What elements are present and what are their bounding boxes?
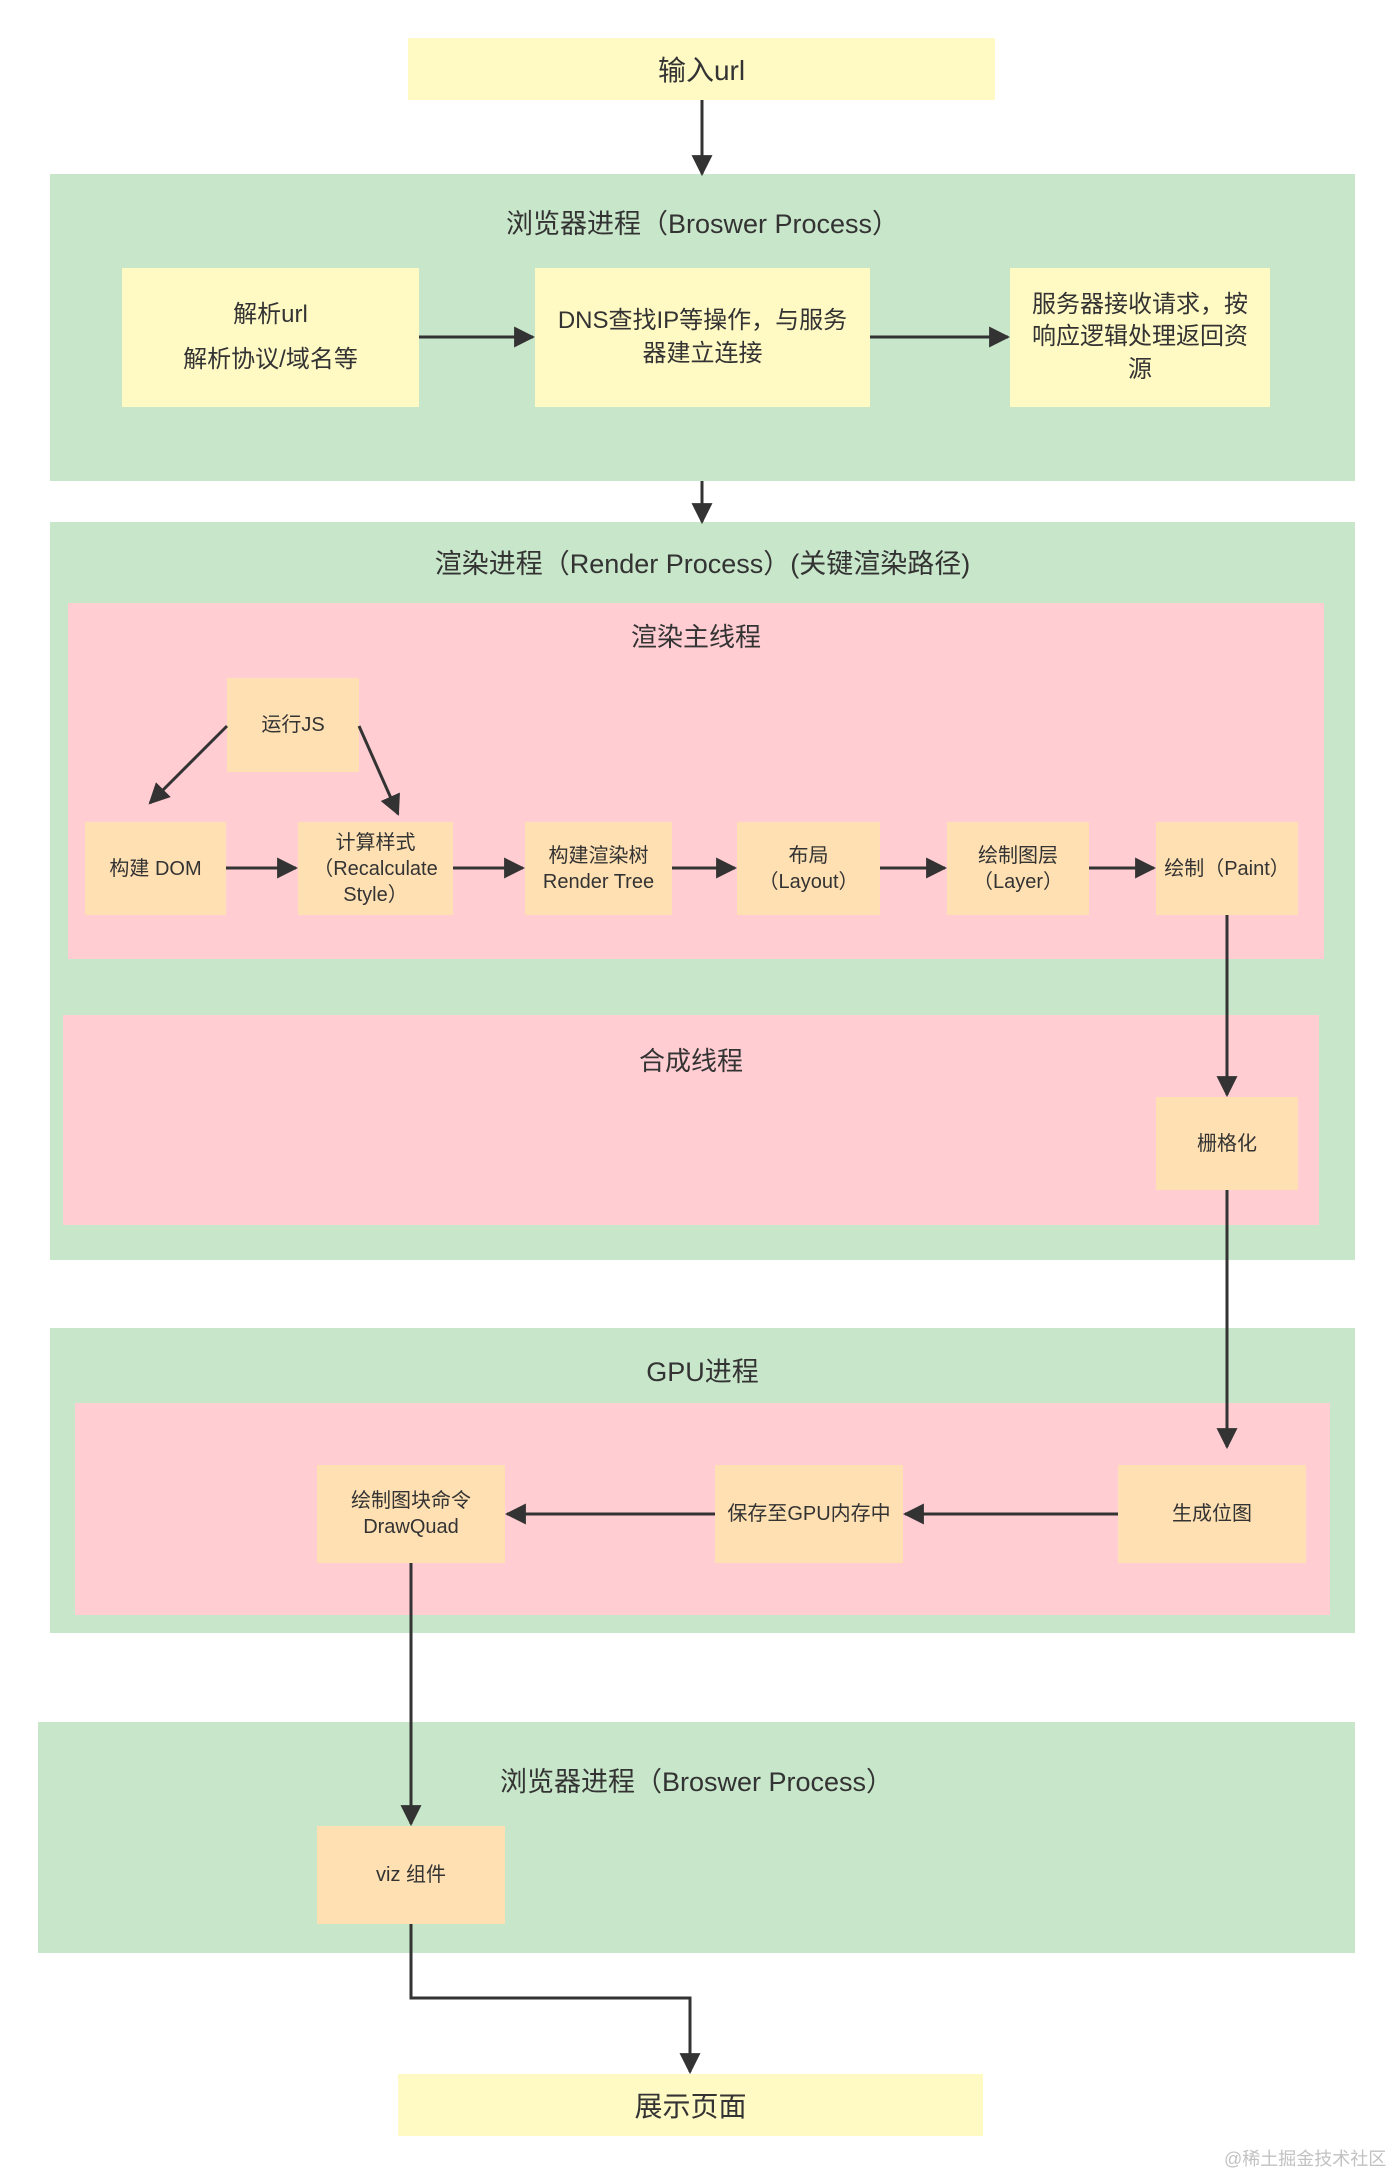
raster-node: 栅格化 [1156, 1097, 1298, 1190]
draw-quad-node: 绘制图块命令 DrawQuad [317, 1465, 505, 1563]
main-thread-title: 渲染主线程 [630, 622, 761, 652]
gpu-process-title: GPU进程 [646, 1357, 759, 1387]
paint-label: 绘制（Paint） [1164, 857, 1290, 880]
end-label: 展示页面 [634, 2091, 747, 2122]
build-dom-node: 构建 DOM [85, 822, 226, 915]
compositor-thread-title: 合成线程 [638, 1046, 743, 1076]
render-process-title: 渲染进程（Render Process）(关键渲染路径) [434, 549, 971, 579]
compositor-thread-group: 合成线程 [63, 1015, 1319, 1225]
parse-url-node: 解析url 解析协议/域名等 [122, 268, 419, 407]
watermark: @稀土掘金技术社区 [1224, 2149, 1387, 2169]
recalc-style-label: 计算样式（Recalculate Style） [313, 831, 438, 906]
viz-label: viz 组件 [376, 1864, 446, 1886]
recalc-style-node: 计算样式（Recalculate Style） [298, 822, 453, 915]
save-gpu-label: 保存至GPU内存中 [727, 1503, 891, 1525]
dns-node: DNS查找IP等操作，与服务器建立连接 [535, 268, 870, 407]
raster-label: 栅格化 [1197, 1132, 1257, 1155]
bitmap-node: 生成位图 [1118, 1465, 1306, 1563]
layout-node: 布局（Layout） [737, 822, 880, 915]
dns-label: DNS查找IP等操作，与服务器建立连接 [557, 307, 848, 367]
save-gpu-node: 保存至GPU内存中 [715, 1465, 903, 1563]
server-node: 服务器接收请求，按响应逻辑处理返回资源 [1010, 268, 1270, 407]
run-js-label: 运行JS [261, 714, 325, 736]
paint-node: 绘制（Paint） [1156, 822, 1298, 915]
start-node: 输入url [408, 38, 995, 100]
draw-quad-label: 绘制图块命令 DrawQuad [351, 1490, 471, 1538]
build-dom-label: 构建 DOM [109, 857, 202, 880]
render-tree-label: 构建渲染树 Render Tree [542, 844, 655, 893]
viz-node: viz 组件 [317, 1826, 505, 1924]
parse-url-label: 解析url [233, 301, 308, 329]
run-js-node: 运行JS [227, 678, 359, 772]
layout-label: 布局（Layout） [758, 844, 859, 893]
layer-label: 绘制图层（Layer） [972, 844, 1064, 893]
bitmap-label: 生成位图 [1172, 1503, 1252, 1525]
browser-process-title-bottom: 浏览器进程（Broswer Process） [499, 1767, 894, 1797]
render-tree-node: 构建渲染树 Render Tree [525, 822, 672, 915]
browser-process-title-top: 浏览器进程（Broswer Process） [505, 209, 900, 239]
parse-protocol-label: 解析协议/域名等 [183, 345, 358, 373]
main-thread-group: 渲染主线程 [68, 603, 1324, 959]
layer-node: 绘制图层（Layer） [947, 822, 1089, 915]
server-label: 服务器接收请求，按响应逻辑处理返回资源 [1032, 290, 1248, 383]
start-label: 输入url [657, 55, 746, 86]
end-node: 展示页面 [398, 2074, 983, 2136]
browser-process-group-bottom: 浏览器进程（Broswer Process） [38, 1722, 1355, 1953]
